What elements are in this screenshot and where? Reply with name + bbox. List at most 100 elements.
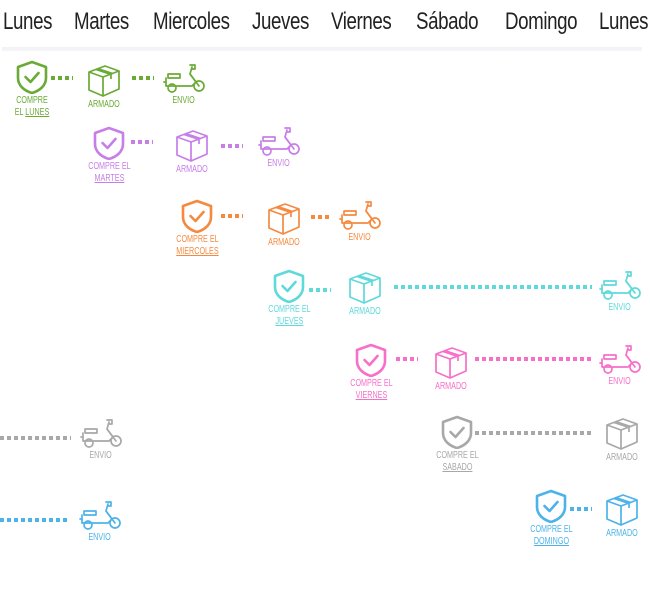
purchase-day-line: EL LUNES [14,107,50,118]
purchase-day-line: DOMINGO [530,536,572,548]
connector-dots-viernes [396,357,418,361]
armado-step-martes: ARMADO [170,127,214,176]
envio-label: ENVIO [348,232,372,243]
connector-dots-miercoles [311,215,331,219]
purchase-day-line: JUEVES [268,316,310,328]
envio-label: ENVIO [172,95,196,106]
purchase-day-line: MARTES [88,173,130,185]
scooter-icon [162,62,206,94]
armado-label: ARMADO [268,237,300,248]
purchase-day-link[interactable]: MARTES [94,173,125,184]
armado-step-miercoles: ARMADO [262,200,306,249]
day-label: Jueves [252,8,309,35]
package-box-icon [433,344,469,380]
purchase-day-line: SABADO [436,462,478,474]
shield-check-icon [15,60,49,94]
connector-dots-martes [221,144,243,148]
scooter-icon [257,125,301,157]
purchase-caption: COMPRE EL [268,304,311,315]
envio-step-domingo: ENVIO [78,499,122,544]
day-label: Sábado [416,8,479,35]
scooter-icon [78,499,122,531]
envio-step-sabado: ENVIO [79,417,123,462]
package-box-icon [174,127,210,163]
scooter-icon [79,417,123,449]
weekday-header: Lunes Martes Miercoles Jueves Viernes Sá… [0,0,650,46]
armado-label: ARMADO [435,381,467,392]
purchase-day-link[interactable]: SABADO [442,462,473,473]
connector-dots-viernes [475,357,592,361]
armado-step-jueves: ARMADO [343,269,387,318]
shield-check-icon [272,269,306,303]
connector-dots-lunes [51,76,73,80]
armado-label: ARMADO [606,452,638,463]
header-divider [2,47,642,51]
envio-step-miercoles: ENVIO [338,199,382,244]
day-label: Lunes [3,8,53,35]
package-box-icon [86,62,122,98]
envio-step-jueves: ENVIO [598,269,642,314]
connector-dots-jueves [394,285,592,289]
envio-label: ENVIO [608,302,632,313]
connector-dots-jueves [309,288,331,292]
envio-step-martes: ENVIO [257,125,301,170]
purchase-caption: COMPRE EL [530,524,573,535]
purchase-day-link[interactable]: VIERNES [355,390,388,401]
purchase-caption: COMPRE EL [350,378,393,389]
purchase-day-link[interactable]: LUNES [25,107,50,118]
shield-check-icon [354,343,388,377]
scooter-icon [338,199,382,231]
shield-check-icon [534,489,568,523]
purchase-caption: COMPRE EL [88,161,131,172]
envio-label: ENVIO [608,376,632,387]
day-label: Domingo [505,8,578,35]
armado-label: ARMADO [88,99,120,110]
package-box-icon [604,415,640,451]
shield-check-icon [180,199,214,233]
envio-step-viernes: ENVIO [598,343,642,388]
envio-label: ENVIO [89,450,113,461]
armado-label: ARMADO [176,164,208,175]
armado-label: ARMADO [606,528,638,539]
scooter-icon [598,269,642,301]
armado-step-sabado: ARMADO [600,415,644,464]
package-box-icon [266,200,302,236]
connector-dots-martes [131,140,153,144]
connector-dots-sabado [475,431,592,435]
connector-dots-sabado [0,436,71,440]
purchase-day-link[interactable]: JUEVES [275,316,304,327]
armado-step-viernes: ARMADO [429,344,473,393]
day-label: Martes [74,8,129,35]
purchase-caption: COMPRE [16,95,48,106]
day-label: Viernes [331,8,392,35]
connector-dots-miercoles [221,214,243,218]
purchase-caption: COMPRE EL [176,234,219,245]
purchase-day-line: MIERCOLES [176,246,218,258]
connector-dots-domingo [0,518,70,522]
purchase-day-link[interactable]: MIERCOLES [176,246,219,257]
envio-label: ENVIO [88,532,112,543]
day-label: Lunes [599,8,649,35]
connector-dots-lunes [132,76,154,80]
scooter-icon [598,343,642,375]
envio-step-lunes: ENVIO [162,62,206,107]
connector-dots-domingo [570,507,592,511]
purchase-caption: COMPRE EL [436,450,479,461]
armado-label: ARMADO [349,306,381,317]
envio-label: ENVIO [267,158,291,169]
purchase-day-link[interactable]: DOMINGO [533,536,570,547]
